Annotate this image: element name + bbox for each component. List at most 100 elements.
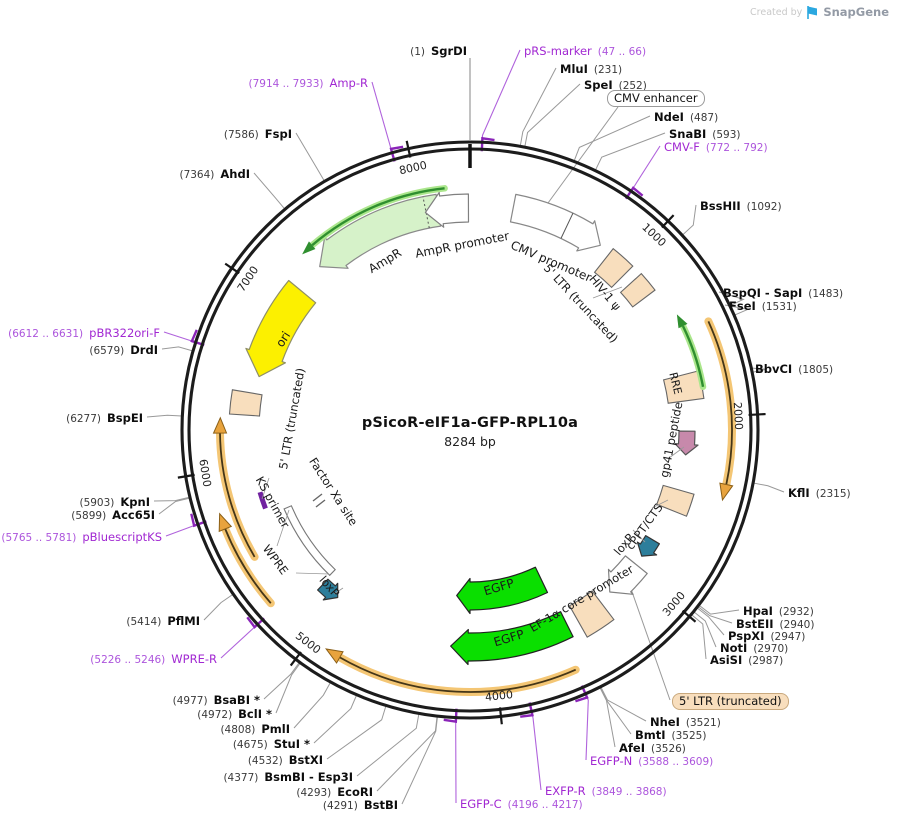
orange-left-outer-arc-head (212, 416, 228, 434)
site-wpre-r-pnum: (5226 .. 5246) (90, 654, 166, 666)
site-bbvci-leader (750, 367, 767, 373)
site-pbluescriptks: (5765 .. 5781)pBluescriptKS (1, 529, 162, 545)
orange-left-inner-arc-core (224, 528, 272, 604)
site-bsshii-num: (1092) (746, 201, 782, 213)
site-pmli-leader (293, 682, 331, 729)
site-exfp-r-leader (529, 705, 542, 791)
site-sgrdi: (1)SgrDI (410, 43, 467, 59)
site-noti-enz: NotI (720, 641, 748, 655)
plasmid-name: pSicoR-eIF1a-GFP-RPL10a (361, 415, 579, 431)
ks-bracket (261, 477, 270, 500)
site-prs-marker-pname: pRS-marker (524, 44, 592, 58)
orange-bottom-arc-head (325, 648, 344, 664)
site-bsabi-leader (263, 662, 300, 700)
site-ecori-enz: EcoRI (337, 785, 373, 799)
site-pbluescriptks-pname: pBluescriptKS (82, 530, 162, 544)
site-afei-enz: AfeI (619, 741, 645, 755)
site-bcli: (4972)BclI * (197, 706, 272, 722)
site-bbvci-enz: BbvCI (755, 362, 793, 376)
site-mlui-enz: MluI (560, 62, 588, 76)
site-pflmi-enz: PflMI (167, 614, 200, 628)
ef1a-box (568, 590, 615, 638)
backbone-tick-7000 (224, 262, 240, 275)
ampr-arrow (319, 193, 442, 269)
orange-left-inner-arc-head (218, 512, 233, 533)
site-kfli-num: (2315) (815, 488, 851, 500)
cppt-box (656, 484, 695, 517)
site-asisi-num: (2987) (748, 655, 784, 667)
site-stui-leader (313, 695, 357, 744)
site-wpre-r: (5226 .. 5246)WPRE-R (90, 651, 217, 667)
backbone-tick-5000 (289, 651, 302, 667)
ltr-left-box (228, 389, 263, 417)
orange-right-arc-glow (704, 317, 736, 489)
site-pflmi: (5414) PflMI (126, 613, 200, 629)
loxp-left-arrow (317, 578, 339, 601)
site-spei-leader (524, 83, 581, 147)
site-spei: SpeI(252) (584, 77, 647, 93)
site-acc65i-leader (158, 497, 190, 515)
site-afei-num: (3526) (650, 743, 686, 755)
backbone-tick-4000 (498, 707, 503, 725)
site-bspei-enz: BspEI (107, 411, 143, 425)
site-acc65i: (5899)Acc65I (71, 507, 155, 523)
site-cmv-enhancer: CMV enhancer (607, 90, 705, 107)
hiv-psi-box2 (619, 272, 656, 308)
plasmid-length: 8284 bp (444, 434, 496, 449)
backbone-tick-6000 (177, 473, 195, 479)
site-bstxi-num: (4532) (247, 755, 283, 767)
site-bsteii: BstEII(2940) (736, 616, 814, 632)
backbone-tick-3000 (681, 609, 697, 623)
site-kfli: KflI(2315) (788, 485, 851, 501)
site-bstxi-enz: BstXI (288, 753, 323, 767)
site-sgrdi-num: (1) (410, 46, 425, 58)
site-pmli-num: (4808) (220, 724, 256, 736)
backbone-outer-ring (180, 140, 760, 720)
factor-xa-glyph-1 (312, 493, 323, 502)
ampr-promoter-arrow (424, 191, 470, 228)
site-bbvci-num: (1805) (798, 364, 834, 376)
site-egfp-c-pname: EGFP-C (460, 797, 502, 811)
site-bsabi: (4977)BsaBI * (173, 692, 260, 708)
site-pflmi-num: (5414) (126, 616, 162, 628)
site-fspi: (7586) FspI (224, 126, 292, 142)
site-asisi-enz: AsiSI (710, 653, 743, 667)
site-asisi-leader (691, 614, 707, 660)
site-mlui-num: (231) (593, 64, 623, 76)
site-egfp-n-pname: EGFP-N (590, 754, 633, 768)
site-ecori-leader (376, 716, 438, 792)
site-snabi-leader (594, 132, 666, 171)
site-bstbi-num: (4291) (322, 800, 358, 812)
site-spei-num: (252) (618, 80, 647, 92)
site-ndei-enz: NdeI (654, 110, 684, 124)
egfp-inner-arrow (456, 566, 549, 615)
site-amp-r-leader (371, 81, 395, 159)
cmv-promoter-arrow (509, 193, 601, 252)
site-fspi-enz: FspI (264, 127, 292, 141)
site-ndei-num: (487) (689, 112, 719, 124)
site-bmti: BmtI(3525) (635, 727, 706, 743)
site-pbluescriptks-primer-tick (190, 513, 207, 528)
site-bcli-num: (4972) (197, 709, 233, 721)
site-bspei-num: (6277) (66, 413, 102, 425)
site-bcli-leader (275, 662, 301, 714)
site-exfp-r: EXFP-R(3849 .. 3868) (545, 783, 667, 799)
site-fsei: FseI(1531) (729, 298, 797, 314)
ampr-arrow-separator (422, 196, 430, 229)
site-kpni-leader (153, 496, 190, 502)
site-exfp-r-pnum: (3849 .. 3868) (591, 786, 667, 798)
site-stui-num: (4675) (232, 739, 268, 751)
site-pflmi-leader (203, 593, 234, 621)
site-pmli-enz: PmlI (261, 722, 290, 736)
site-exfp-r-primer-tick (520, 702, 534, 718)
site-egfp-c-primer-tick (443, 708, 458, 724)
site-nhei-num: (3521) (685, 717, 721, 729)
site-cmv-enhancer-leader (539, 106, 619, 215)
site-ndei: NdeI (487) (654, 109, 718, 125)
site-amp-r-pnum: (7914 .. 7933) (248, 78, 324, 90)
site-afei-leader (599, 687, 616, 748)
site-fspi-num: (7586) (223, 129, 259, 141)
site-acc65i-num: (5899) (71, 510, 107, 522)
